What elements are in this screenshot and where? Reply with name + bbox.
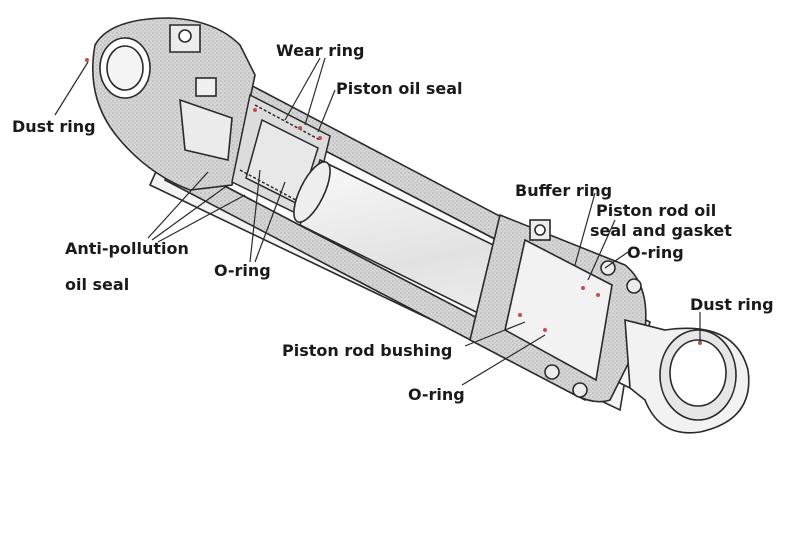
leader-lines [54, 57, 701, 386]
label-piston-rod-bushing: Piston rod bushing [282, 341, 453, 360]
label-piston-rod-oil-seal-line1: Piston rod oil [596, 201, 717, 220]
label-buffer-ring: Buffer ring [515, 181, 613, 200]
label-piston-oil-seal: Piston oil seal [336, 79, 463, 98]
label-piston-rod-oil-seal-line2: seal and gasket [590, 221, 732, 240]
label-o-ring-right: O-ring [627, 243, 684, 262]
label-dust-ring-right: Dust ring [690, 295, 774, 314]
label-o-ring-middle: O-ring [214, 261, 271, 280]
front-gland [469, 213, 647, 403]
rod-eye-end [624, 318, 750, 434]
label-wear-ring: Wear ring [276, 41, 365, 60]
seal-accents [85, 58, 702, 345]
label-anti-pollution-line2: oil seal [65, 275, 130, 294]
rear-end-cap [92, 17, 256, 191]
label-o-ring-bottom: O-ring [408, 385, 465, 404]
label-dust-ring-left: Dust ring [12, 117, 96, 136]
label-anti-pollution-line1: Anti-pollution [65, 239, 189, 258]
